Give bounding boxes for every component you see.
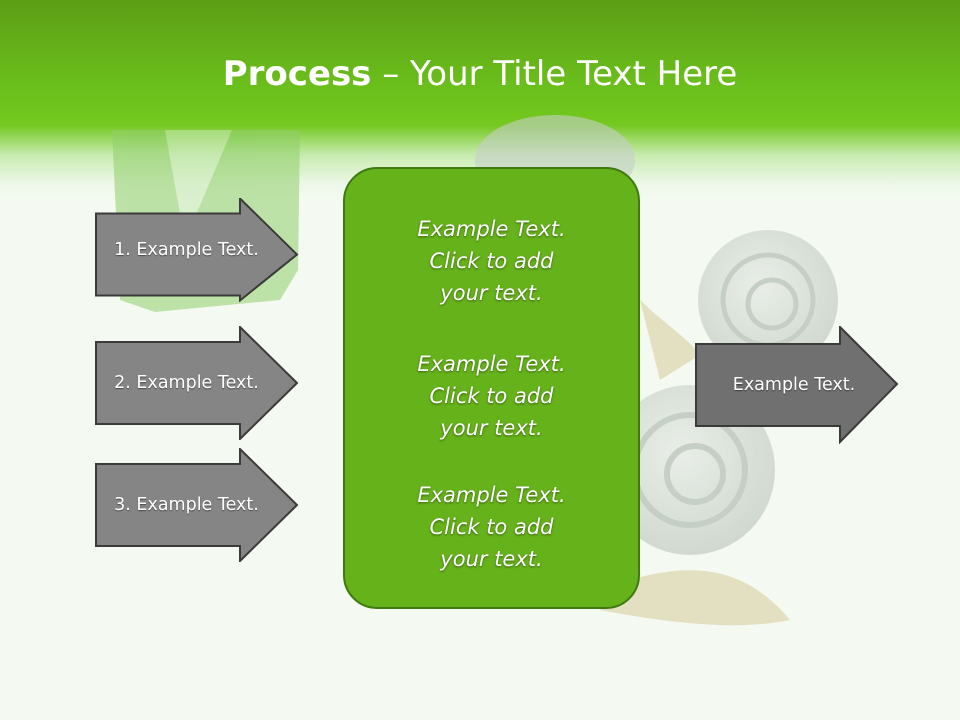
arrow-label: 1. Example Text.: [114, 240, 259, 260]
arrow-step-3[interactable]: 3. Example Text.: [95, 448, 300, 562]
arrow-shape: [95, 198, 299, 302]
snail-graphic: [475, 115, 838, 626]
block-line: Example Text.: [417, 217, 566, 241]
center-text-box[interactable]: Example Text. Click to add your text. Ex…: [343, 167, 640, 609]
arrow-shape: [95, 326, 299, 440]
block-line: your text.: [440, 547, 543, 571]
block-line: Example Text.: [417, 352, 566, 376]
arrow-step-2[interactable]: 2. Example Text.: [95, 326, 300, 440]
block-line: your text.: [440, 416, 543, 440]
block-line: Click to add: [429, 515, 554, 539]
block-line: Click to add: [429, 384, 554, 408]
arrow-shape: [695, 326, 899, 444]
block-line: Click to add: [429, 249, 554, 273]
slide-title: Process – Your Title Text Here: [0, 52, 960, 96]
text-block-1: Example Text. Click to add your text.: [345, 213, 638, 309]
text-block-2: Example Text. Click to add your text.: [345, 348, 638, 444]
block-line: Example Text.: [417, 483, 566, 507]
title-rest: – Your Title Text Here: [371, 54, 738, 94]
arrow-shape: [95, 448, 299, 562]
arrow-label: 3. Example Text.: [114, 495, 259, 515]
arrow-result[interactable]: Example Text.: [695, 326, 900, 444]
block-line: your text.: [440, 281, 543, 305]
text-block-3: Example Text. Click to add your text.: [345, 479, 638, 575]
arrow-step-1[interactable]: 1. Example Text.: [95, 198, 300, 302]
title-bold: Process: [222, 54, 372, 94]
arrow-label: 2. Example Text.: [114, 373, 259, 393]
arrow-label: Example Text.: [732, 375, 856, 395]
